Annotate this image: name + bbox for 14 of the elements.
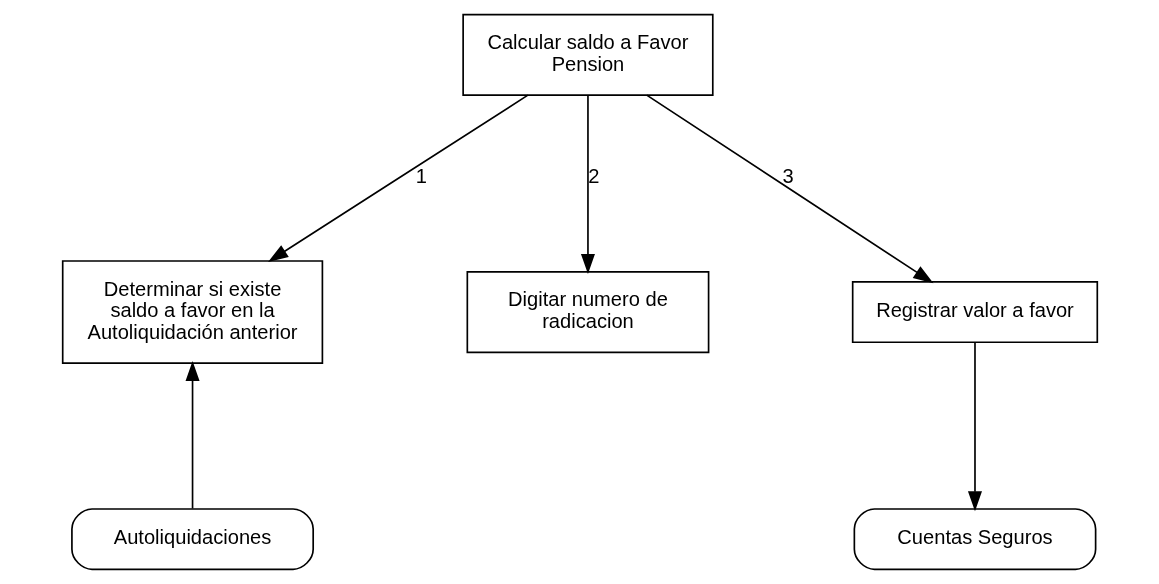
arrow xyxy=(645,94,933,284)
edge-label: 3 xyxy=(782,165,794,188)
node-box: Determinar si existe saldo a favor en la Autoliquidación anterior xyxy=(61,260,323,365)
node-box: Registrar valor a favor xyxy=(851,281,1098,344)
node-box: Autoliquidaciones xyxy=(70,508,314,571)
arrow xyxy=(267,94,529,262)
node-box: Cuentas Seguros xyxy=(853,508,1096,571)
node-box: Digitar numero de radicacion xyxy=(466,271,709,354)
arrow xyxy=(967,341,982,512)
edge-label: 2 xyxy=(587,165,599,188)
arrow xyxy=(580,94,595,275)
node-box: Calcular saldo a Favor Pension xyxy=(461,13,714,96)
arrow xyxy=(185,360,200,510)
edge-label: 1 xyxy=(415,165,427,188)
